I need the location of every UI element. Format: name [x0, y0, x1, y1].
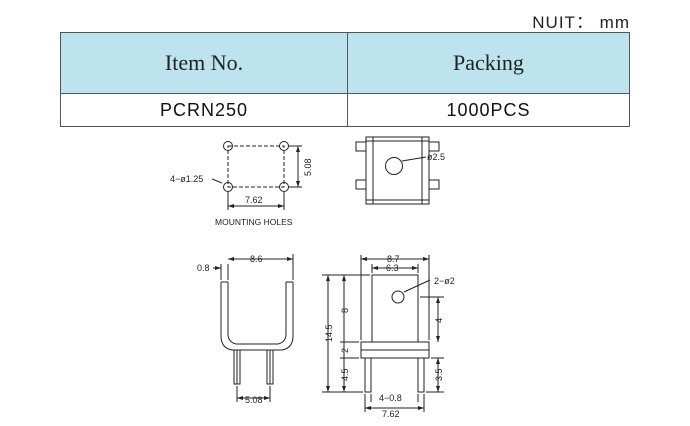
- label-hole-dia: 4−ø1.25: [170, 174, 203, 184]
- side-view: [213, 254, 294, 402]
- label-hole-pitch-h: 7.62: [245, 195, 263, 205]
- cell-packing: 1000PCS: [347, 93, 630, 127]
- header-packing: Packing: [347, 32, 630, 94]
- header-item-no: Item No.: [60, 32, 348, 94]
- label-front-total-height: 14.5: [324, 324, 334, 342]
- label-side-thickness: 0.8: [197, 263, 210, 273]
- label-front-pin-length: 4.5: [340, 368, 350, 381]
- label-front-pin-pitch: 7.62: [382, 409, 400, 419]
- label-front-pin-width: 4−0.8: [379, 393, 402, 403]
- label-side-pin-pitch: 5.08: [245, 395, 263, 405]
- top-view: [355, 136, 440, 205]
- unit-label: NUIT： mm: [532, 13, 630, 32]
- label-front-inner-width: 6.3: [386, 263, 399, 273]
- table-header-row: Item No. Packing: [60, 32, 630, 94]
- label-top-hole-dia: ø2.5: [427, 152, 445, 162]
- label-front-dim-4: 4: [434, 318, 444, 323]
- label-side-width: 8.6: [250, 254, 263, 264]
- front-view: [322, 255, 444, 412]
- label-front-holes: 2−ø2: [434, 276, 455, 286]
- label-front-tab-height: 8: [340, 308, 350, 313]
- spec-table: Item No. Packing PCRN250 1000PCS: [60, 32, 630, 127]
- label-front-dim-2: 2: [340, 348, 350, 353]
- table-row: PCRN250 1000PCS: [60, 93, 630, 127]
- mounting-holes-view: [211, 141, 302, 210]
- label-mounting-holes: MOUNTING HOLES: [215, 217, 293, 227]
- label-front-total-width: 8.7: [387, 254, 400, 264]
- label-front-pin-length-r: 3.5: [434, 368, 444, 381]
- label-hole-pitch-v: 5.08: [303, 158, 313, 176]
